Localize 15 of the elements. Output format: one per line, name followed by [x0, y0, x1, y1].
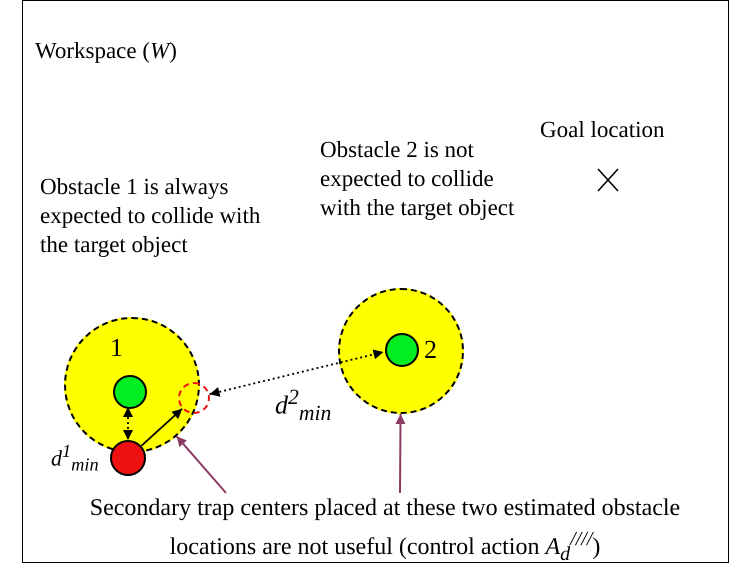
obstacle-number: 1 — [110, 334, 123, 362]
estimated-location-circle — [178, 382, 210, 414]
caption-text: Secondary trap centers placed at these two estimated obstacle locations are not useful (control action A$_{d}$$^{////}$) — [45, 493, 725, 559]
pointer-arrow — [395, 414, 406, 492]
arrow — [140, 408, 183, 446]
distance-arrow — [209, 349, 384, 396]
pointer-arrow — [176, 435, 227, 494]
target-object-circle — [110, 440, 146, 476]
obstacle-note: Obstacle 1 is always expected to collide with the target object — [40, 173, 262, 259]
workspace-title: Workspace (W) — [35, 37, 177, 65]
distance-arrow — [123, 406, 133, 440]
workspace-frame — [22, 0, 729, 563]
obstacle-note: Obstacle 2 is not expected to collide with the target object — [320, 136, 516, 222]
obstacle-number: 2 — [424, 336, 437, 364]
goal-location-label: Goal location — [540, 115, 730, 149]
